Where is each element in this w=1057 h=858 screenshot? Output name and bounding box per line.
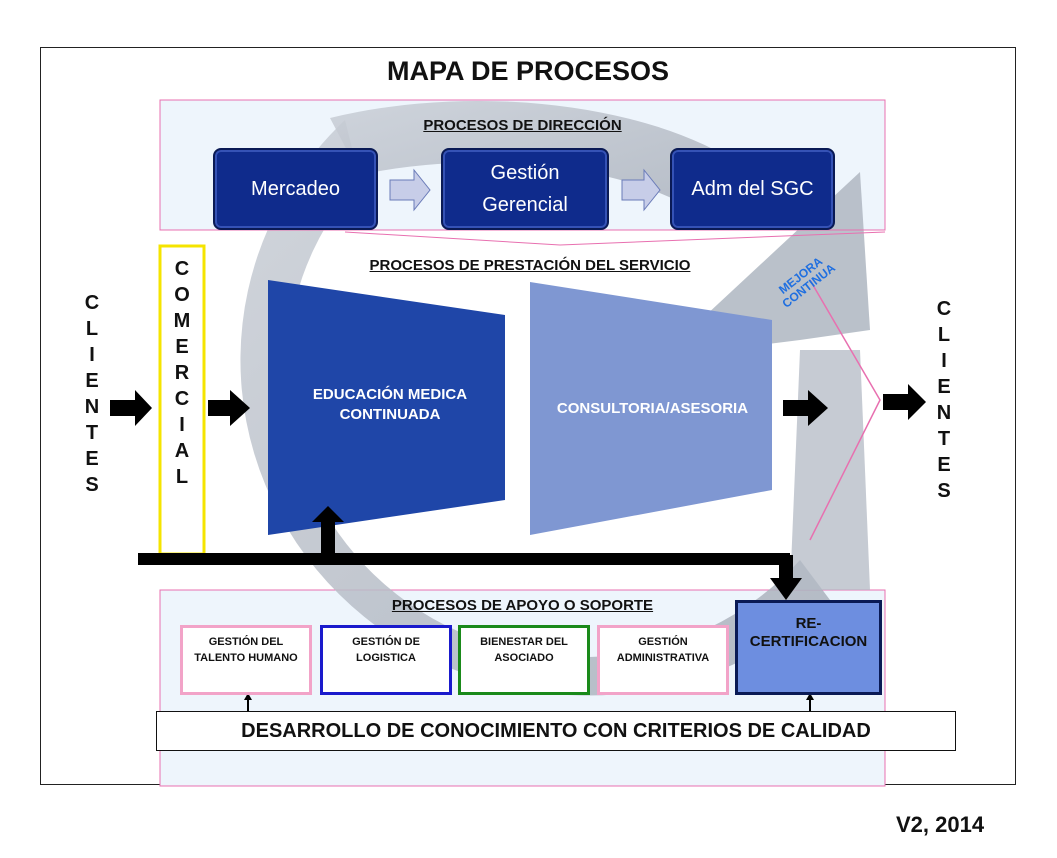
arrow-clientes-to-comercial <box>110 390 152 426</box>
recertificacion-box: RE-CERTIFICACION <box>735 600 882 695</box>
feedback-line <box>138 553 790 565</box>
comercial-label: C O M E R C I A L <box>173 258 191 488</box>
adm-sgc-box: Adm del SGC <box>670 148 835 230</box>
cycle-right-band <box>790 350 870 590</box>
consultoria-block <box>530 282 772 535</box>
clientes-right: C L I E N T E S <box>936 298 952 502</box>
clientes-left: C L I E N T E S <box>84 292 100 496</box>
educacion-block <box>268 280 505 535</box>
arrow-up-educacion <box>312 506 344 522</box>
footer-banner: DESARROLLO DE CONOCIMIENTO CON CRITERIOS… <box>156 711 956 751</box>
logistica-box: GESTIÓN DE LOGISTICA <box>320 625 452 695</box>
chevron-arrow-2 <box>621 168 661 212</box>
mercadeo-box: Mercadeo <box>213 148 378 230</box>
pink-chevron <box>809 279 881 541</box>
consultoria-label: CONSULTORIA/ASESORIA <box>556 400 749 417</box>
bienestar-box: BIENESTAR DEL ASOCIADO <box>458 625 590 695</box>
talento-humano-box: GESTIÓN DEL TALENTO HUMANO <box>180 625 312 695</box>
administrativa-box: GESTIÓN ADMINISTRATIVA <box>597 625 729 695</box>
gestion-gerencial-box: Gestión Gerencial <box>441 148 609 230</box>
chevron-arrow-1 <box>389 168 431 212</box>
comercial-box <box>158 244 206 556</box>
arrow-consultoria-out <box>783 390 828 426</box>
diagram-title: MAPA DE PROCESOS <box>386 56 670 86</box>
direccion-title: PROCESOS DE DIRECCIÓN <box>423 117 622 134</box>
apoyo-title: PROCESOS DE APOYO O SOPORTE <box>391 597 654 614</box>
prestacion-title: PROCESOS DE PRESTACIÓN DEL SERVICIO <box>369 257 691 274</box>
version-label: V2, 2014 <box>896 812 985 837</box>
arrow-down-recert <box>770 578 802 600</box>
arrow-comercial-to-educacion <box>208 390 250 426</box>
educacion-label: EDUCACIÓN MEDICA CONTINUADA <box>312 386 468 423</box>
arrow-to-clientes-right <box>883 384 926 420</box>
